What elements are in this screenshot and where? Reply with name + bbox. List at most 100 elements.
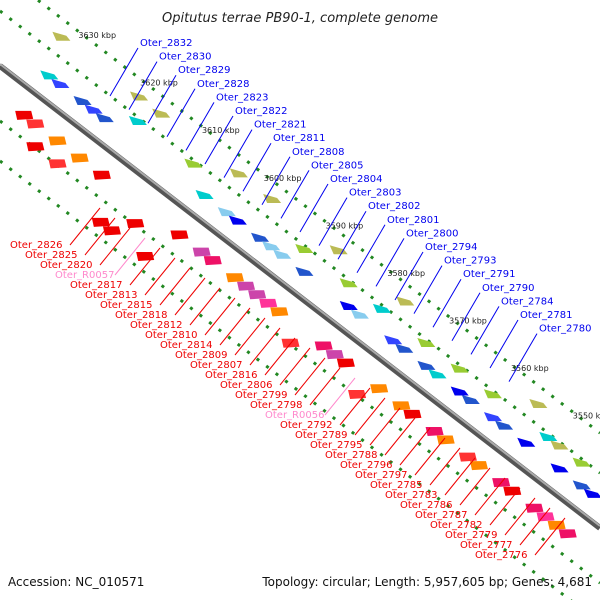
reverse-gene-label: Oter_2817 [70, 280, 123, 291]
reverse-gene [403, 409, 422, 419]
forward-gene [251, 232, 270, 242]
topology-text: Topology: circular; Length: 5,957,605 bp… [261, 575, 592, 589]
forward-leader-line [185, 102, 215, 151]
reverse-gene-label: Oter_2789 [295, 430, 348, 441]
reverse-gene-label: Oter_2820 [40, 260, 93, 271]
reverse-gene-label: Oter_2782 [430, 520, 483, 531]
reverse-gene [26, 142, 45, 152]
reverse-gene-label: Oter_2810 [145, 330, 198, 341]
forward-gene-label: Oter_2828 [197, 79, 250, 90]
reverse-leader-line [159, 267, 191, 306]
gene-labels: Oter_2832Oter_2830Oter_2829Oter_2828Oter… [10, 38, 592, 561]
reverse-leader-line [84, 217, 116, 256]
reverse-gene [203, 256, 222, 266]
forward-gene [95, 113, 114, 123]
reverse-leader-line [354, 397, 386, 436]
forward-gene-label: Oter_2832 [140, 38, 193, 49]
reverse-gene [348, 389, 367, 399]
forward-gene-label: Oter_2830 [159, 52, 212, 63]
reverse-gene [270, 307, 289, 317]
rna-gene-label: Oter_R0056 [265, 410, 324, 421]
reverse-gene [503, 486, 522, 496]
forward-leader-line [432, 278, 462, 328]
reverse-gene-label: Oter_2777 [460, 540, 513, 551]
forward-gene [195, 189, 214, 199]
forward-gene-label: Oter_2805 [311, 160, 364, 171]
reverse-leader-line [369, 407, 401, 446]
reverse-gene-label: Oter_2795 [310, 440, 363, 451]
reverse-gene [15, 110, 34, 120]
forward-leader-line [470, 306, 500, 355]
forward-leader-line [204, 115, 234, 165]
reverse-leader-line [189, 287, 221, 326]
reverse-gene [392, 401, 411, 411]
gene-features [15, 31, 600, 539]
reverse-gene-label: Oter_2807 [190, 360, 243, 371]
forward-gene [184, 158, 203, 168]
kbp-label: 3590 kbp [326, 221, 364, 230]
kbp-label: 3550 kbp [573, 412, 600, 421]
reverse-leader-line [339, 387, 371, 426]
reverse-gene-label: Oter_2813 [85, 290, 138, 301]
reverse-gene [370, 384, 389, 394]
reverse-gene [192, 247, 211, 257]
forward-gene-label: Oter_2803 [349, 188, 402, 199]
forward-gene [73, 96, 92, 106]
reverse-leader-line [414, 437, 446, 476]
forward-gene [529, 399, 548, 409]
forward-gene-label: Oter_2822 [235, 106, 288, 117]
forward-leader-line [128, 61, 158, 110]
reverse-gene [225, 273, 244, 283]
reverse-leader-line [114, 237, 146, 276]
reverse-gene-label: Oter_2797 [355, 470, 408, 481]
forward-gene [450, 363, 469, 373]
forward-gene [262, 241, 281, 251]
reverse-gene [126, 219, 145, 229]
rna-gene-label: Oter_R0057 [55, 270, 114, 281]
reverse-gene [136, 252, 155, 262]
forward-gene [84, 104, 103, 114]
forward-leader-line [508, 333, 538, 382]
map-title: Opitutus terrae PB90-1, complete genome [162, 11, 438, 26]
forward-gene [229, 168, 248, 178]
reverse-gene-label: Oter_2809 [175, 350, 228, 361]
forward-gene [428, 369, 447, 379]
forward-gene-label: Oter_2793 [444, 256, 497, 267]
forward-gene-label: Oter_2780 [539, 324, 592, 335]
forward-gene [273, 249, 292, 259]
forward-gene [450, 386, 469, 396]
reverse-gene [436, 435, 455, 445]
forward-gene [517, 437, 536, 447]
kbp-label: 3560 kbp [511, 364, 549, 373]
forward-gene [395, 343, 414, 353]
forward-gene [51, 78, 70, 88]
forward-gene [583, 488, 600, 498]
reverse-gene [91, 217, 110, 227]
forward-leader-line [356, 224, 386, 274]
forward-gene [550, 440, 569, 450]
reverse-leader-line [294, 357, 326, 396]
reverse-gene [336, 358, 355, 368]
reverse-gene [48, 159, 67, 169]
accession-text: Accession: NC_010571 [8, 575, 144, 589]
forward-gene-label: Oter_2811 [273, 133, 326, 144]
forward-gene-label: Oter_2791 [463, 269, 516, 280]
reverse-leader-line [504, 497, 536, 536]
reverse-leader-line [99, 227, 131, 266]
reverse-gene-label: Oter_2785 [370, 480, 423, 491]
forward-leader-line [261, 156, 291, 206]
reverse-gene [26, 119, 45, 129]
forward-gene-label: Oter_2823 [216, 92, 269, 103]
forward-leader-line [413, 265, 443, 314]
forward-gene [263, 194, 282, 204]
reverse-gene [70, 153, 89, 163]
reverse-gene [248, 290, 267, 300]
forward-leader-line [337, 210, 367, 260]
forward-gene [550, 463, 569, 473]
reverse-gene [525, 503, 544, 513]
reverse-gene-label: Oter_2825 [25, 250, 78, 261]
forward-gene [217, 207, 236, 217]
forward-gene [40, 70, 59, 80]
forward-leader-line [394, 251, 424, 301]
